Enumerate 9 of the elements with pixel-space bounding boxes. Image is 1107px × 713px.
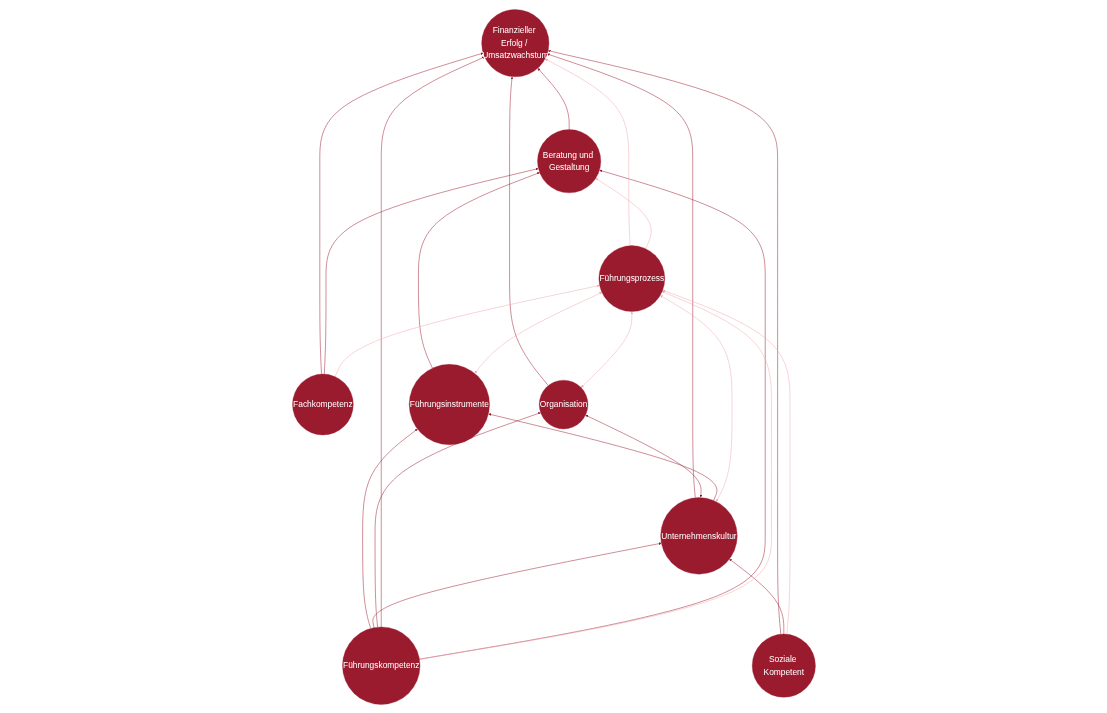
node-circle: Organisation bbox=[538, 379, 588, 429]
node-circle: Soziale Kompetent bbox=[751, 633, 816, 697]
node-circle: Finanzieller Erfolg / Umsatzwachstum bbox=[481, 8, 549, 77]
node-circle: Unternehmenskultur bbox=[659, 496, 737, 574]
node-circle: Fachkompetenz bbox=[291, 373, 353, 435]
node-circle: Führungsinstrumente bbox=[408, 363, 490, 445]
node-circle: Führungsprozess bbox=[598, 244, 665, 312]
node-circle: Beratung und Gestaltung bbox=[536, 128, 601, 193]
node-circle: Führungskompetenz bbox=[341, 626, 420, 705]
